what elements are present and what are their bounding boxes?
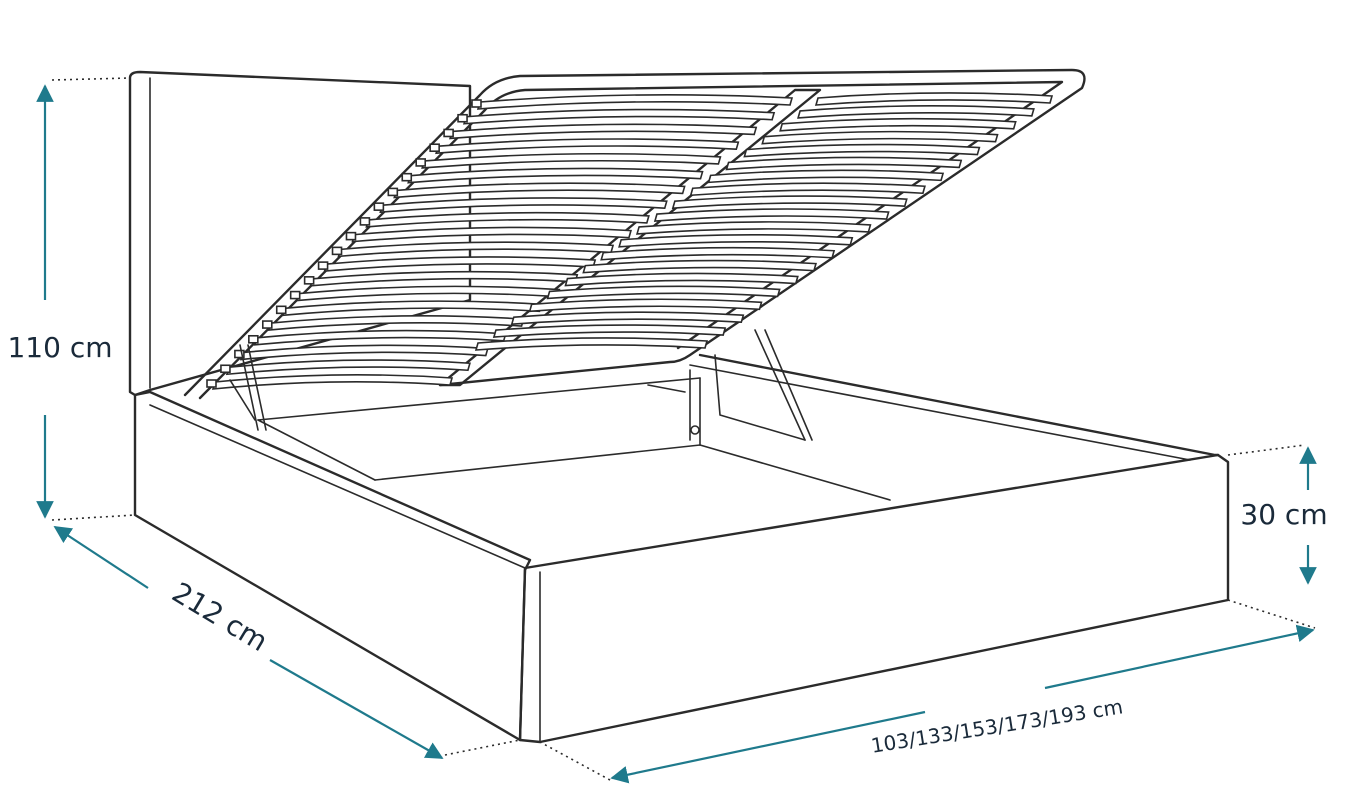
slat [281, 300, 543, 317]
slat-holder [359, 217, 371, 226]
slat [528, 298, 763, 313]
slat-holder [234, 349, 245, 359]
slat [564, 272, 799, 287]
slat [225, 359, 471, 376]
slat [707, 169, 945, 184]
slat [435, 138, 740, 155]
slat-holder [331, 246, 343, 256]
slat [393, 182, 686, 199]
slat-holder [261, 320, 273, 329]
slat [309, 270, 579, 287]
extension-lines [51, 77, 1316, 781]
slat-holder [387, 187, 399, 197]
slat-holder [206, 379, 217, 388]
slat-holder [317, 261, 329, 270]
slat [797, 105, 1035, 119]
slat [510, 311, 745, 326]
slat [671, 195, 908, 210]
slat [421, 152, 722, 169]
slat-holder [220, 364, 231, 374]
slat [211, 374, 454, 390]
slat [653, 208, 890, 222]
slat [239, 344, 489, 361]
slat [351, 226, 632, 243]
slat [618, 233, 854, 248]
height-dimension: 110 cm [7, 84, 113, 519]
slat [449, 123, 758, 140]
slat [379, 197, 668, 214]
slat-holder [471, 99, 482, 108]
slat [689, 182, 926, 197]
slat [600, 246, 836, 261]
slat [635, 221, 872, 235]
slat [323, 256, 597, 273]
slat [725, 156, 963, 171]
slat-holder [415, 158, 427, 167]
slat [295, 285, 561, 302]
slat-holder [345, 231, 357, 241]
slat [267, 315, 525, 331]
slats-left [206, 94, 794, 390]
slat-holder [457, 113, 468, 123]
lift-mechanism-right [647, 329, 813, 441]
slat [761, 130, 999, 145]
width-label: 103/133/153/173/193 cm [869, 694, 1124, 758]
storage-height-label: 30 cm [1240, 498, 1327, 531]
slat-holder [303, 276, 315, 285]
slat-holder [443, 128, 454, 138]
width-dimension: 103/133/153/173/193 cm [610, 624, 1315, 784]
headboard [128, 70, 472, 397]
slat [492, 324, 727, 338]
slat-holder [275, 305, 287, 315]
slat [779, 117, 1017, 132]
slat [462, 108, 776, 125]
slat [814, 92, 1054, 106]
slat [253, 329, 507, 346]
height-label: 110 cm [7, 331, 112, 364]
slat-holder [248, 334, 259, 344]
slat [476, 94, 794, 110]
storage-height-dimension: 30 cm [1240, 446, 1328, 585]
slat-frame [183, 68, 1086, 400]
slat [582, 259, 817, 274]
slat [407, 167, 704, 184]
slat [743, 143, 981, 158]
slat [337, 241, 615, 258]
slats-right [474, 92, 1054, 351]
slat-holder [401, 172, 413, 182]
length-label: 212 cm [166, 576, 273, 658]
lift-mechanism-left [229, 344, 267, 431]
length-dimension: 212 cm [53, 526, 444, 759]
slat [474, 337, 709, 351]
slat-holder [429, 143, 440, 153]
slat-holder [289, 290, 301, 300]
slat-holder [373, 202, 385, 211]
slat [365, 211, 650, 228]
slat [546, 285, 781, 300]
